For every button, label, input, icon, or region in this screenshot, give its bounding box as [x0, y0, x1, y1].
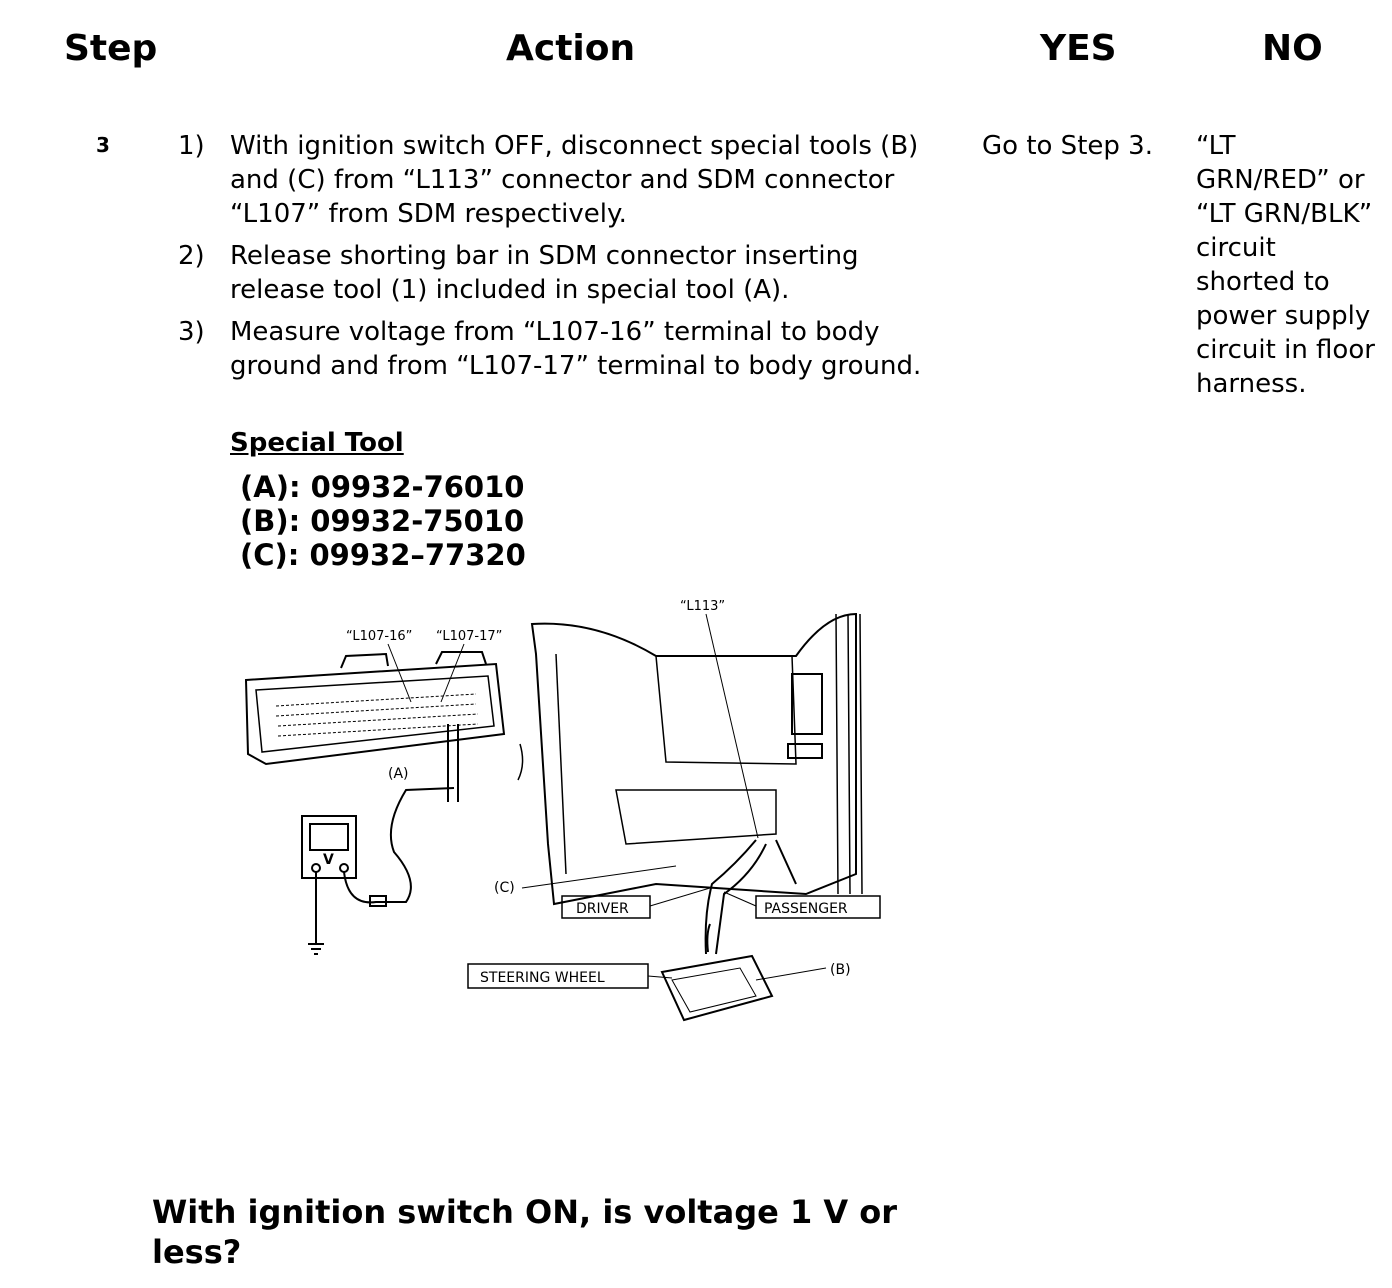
header-action: Action: [506, 28, 636, 69]
voltmeter-label: V: [323, 852, 334, 868]
header-yes: YES: [1040, 28, 1117, 69]
dashboard-icon: [517, 612, 863, 906]
action-steps: 1) With ignition switch OFF, disconnect …: [178, 129, 938, 391]
special-tool-c: (C): 09932–77320: [240, 538, 526, 572]
action-step: 3) Measure voltage from “L107-16” termin…: [178, 315, 938, 383]
action-step-number: 2): [178, 241, 205, 271]
label-steering-wheel: STEERING WHEEL: [480, 970, 605, 986]
label-l107-17: “L107-17”: [436, 629, 502, 644]
action-step-text: Release shorting bar in SDM connector in…: [230, 241, 859, 305]
special-tool-b: (B): 09932-75010: [240, 504, 525, 538]
special-tool-title: Special Tool: [230, 428, 404, 458]
action-step-text: Measure voltage from “L107-16” terminal …: [230, 317, 922, 381]
label-passenger: PASSENGER: [764, 901, 848, 917]
no-result: “LT GRN/RED” or “LT GRN/BLK” circuit sho…: [1196, 131, 1375, 399]
yes-result: Go to Step 3.: [982, 131, 1153, 161]
label-tool-b: (B): [830, 962, 851, 978]
label-l113: “L113”: [680, 599, 725, 614]
action-step: 2) Release shorting bar in SDM connector…: [178, 239, 938, 307]
passenger-label-box: [755, 895, 881, 919]
question-text: With ignition switch ON, is voltage 1 V …: [152, 1193, 898, 1271]
action-step: 1) With ignition switch OFF, disconnect …: [178, 129, 938, 231]
action-step-number: 1): [178, 131, 205, 161]
driver-label-box: [561, 895, 651, 919]
special-tool-b-icon: [660, 923, 774, 1022]
label-tool-c: (C): [494, 880, 515, 896]
label-tool-a: (A): [388, 766, 409, 782]
label-l107-16: “L107-16”: [346, 629, 412, 644]
action-step-number: 3): [178, 317, 205, 347]
special-tool-a: (A): 09932-76010: [240, 470, 525, 504]
header-step: Step: [64, 28, 158, 69]
header-no: NO: [1262, 28, 1323, 69]
sdm-connector-icon: [244, 651, 506, 802]
wiring-diagram: “L107-16” “L107-17” (A) V “L113” (C) DRI…: [244, 599, 881, 1022]
action-step-text: With ignition switch OFF, disconnect spe…: [230, 131, 919, 229]
step-number: 3: [96, 133, 110, 157]
label-driver: DRIVER: [576, 901, 629, 917]
voltmeter-icon: V: [301, 787, 455, 955]
special-tool-list: (A): 09932-76010 (B): 09932-75010 (C): 0…: [240, 470, 526, 572]
